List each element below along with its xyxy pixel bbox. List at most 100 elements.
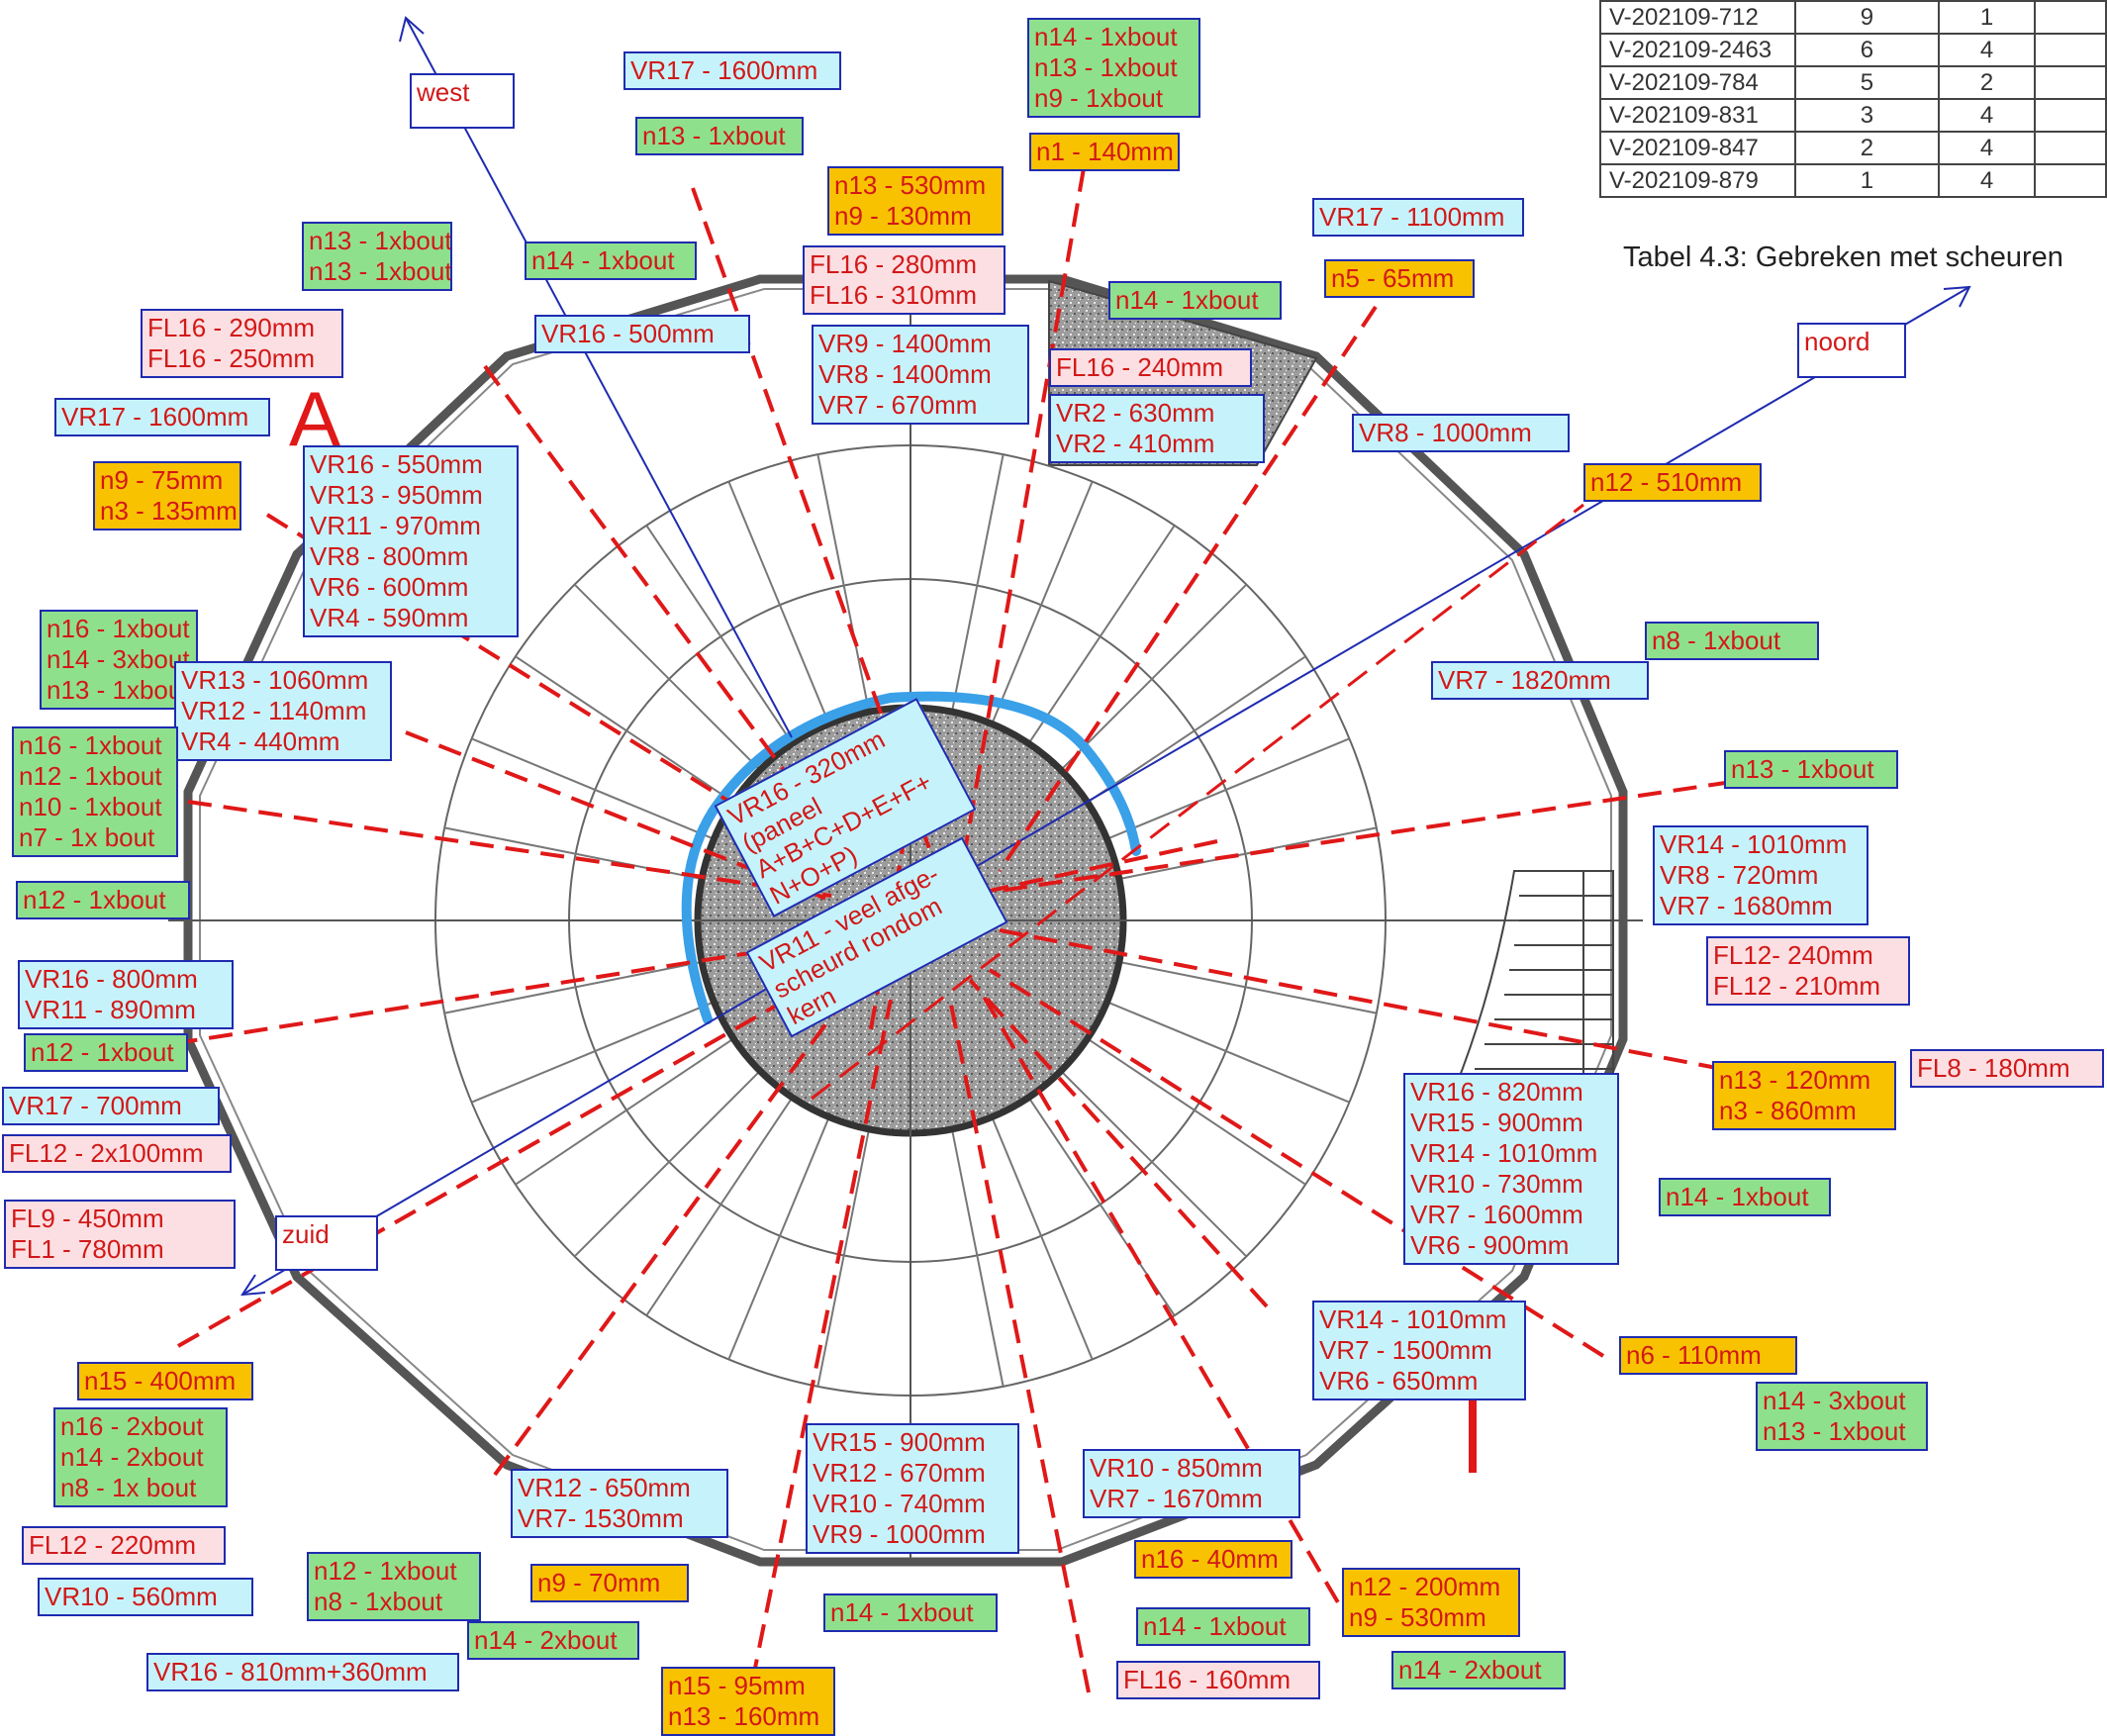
label-line: n6 - 110mm <box>1626 1340 1762 1370</box>
spoke <box>1087 1037 1306 1186</box>
label-line: n14 - 1xbout <box>1666 1182 1809 1211</box>
spoke <box>1027 525 1176 744</box>
spoke <box>1118 960 1377 1014</box>
spoke <box>471 737 715 840</box>
table-caption: Tabel 4.3: Gebreken met scheuren <box>1623 241 2063 273</box>
label-n14-1x-s: n14 - 1xbout <box>823 1593 998 1632</box>
label-line: n13 - 530mm <box>834 170 987 200</box>
table-cell: 6 <box>1793 33 1941 67</box>
spoke <box>991 481 1094 724</box>
label-line: n14 - 2xbout <box>60 1442 204 1472</box>
label-line: FL16 - 290mm <box>147 313 316 342</box>
label-line: n12 - 510mm <box>1590 467 1743 497</box>
label-line: VR8 - 1400mm <box>818 359 992 389</box>
label-vr8-1000: VR8 - 1000mm <box>1352 414 1570 452</box>
crack-line <box>138 938 832 1051</box>
label-line: VR7 - 670mm <box>818 390 978 420</box>
table-cell <box>2033 65 2107 100</box>
label-line: n14 - 1xbout <box>830 1597 974 1627</box>
label-line: VR7 - 1600mm <box>1410 1200 1583 1229</box>
label-line: VR8 - 1000mm <box>1359 418 1532 447</box>
label-fl8-180: FL8 - 180mm <box>1910 1049 2104 1088</box>
label-line: n9 - 130mm <box>834 201 972 231</box>
spoke <box>645 1097 794 1316</box>
label-line: n16 - 1xbout <box>19 730 162 760</box>
label-line: n7 - 1x bout <box>19 822 155 852</box>
label-vr17-1600-left: VR17 - 1600mm <box>54 398 270 436</box>
label-line: n3 - 135mm <box>100 496 238 526</box>
spoke <box>515 1037 734 1186</box>
label-line: n16 - 2xbout <box>60 1411 204 1441</box>
staircase <box>1453 870 1614 1090</box>
label-n13-1x-top: n13 - 1xbout <box>635 117 804 155</box>
label-line: VR13 - 1060mm <box>181 665 369 695</box>
table-cell: 5 <box>1793 65 1941 100</box>
table-cell: V-202109-784 <box>1599 65 1796 100</box>
spoke <box>515 655 734 804</box>
label-line: n9 - 530mm <box>1349 1602 1486 1632</box>
label-line: n8 - 1xbout <box>1652 626 1781 655</box>
label-line: VR10 - 740mm <box>813 1489 986 1518</box>
crack-line <box>998 305 1378 873</box>
table-cell: V-202109-879 <box>1599 163 1796 198</box>
crack-line <box>999 928 1723 1071</box>
label-line: VR14 - 1010mm <box>1410 1138 1598 1168</box>
label-line: VR9 - 1000mm <box>813 1519 986 1549</box>
table-cell <box>2033 98 2107 133</box>
label-line: FL16 - 250mm <box>147 343 316 373</box>
crack-line <box>493 988 853 1477</box>
label-line: VR15 - 900mm <box>813 1427 986 1457</box>
label-n16-40: n16 - 40mm <box>1134 1540 1293 1579</box>
spoke <box>950 454 1005 713</box>
table-cell: V-202109-831 <box>1599 98 1796 133</box>
label-line: n12 - 1xbout <box>31 1037 174 1067</box>
label-line: FL12 - 2x100mm <box>9 1138 204 1168</box>
label-line: FL9 - 450mm <box>11 1204 164 1233</box>
label-line: n9 - 1xbout <box>1034 83 1164 113</box>
label-n14-1x-nw: n14 - 1xbout <box>525 241 697 280</box>
crack-line <box>187 800 832 898</box>
spoke <box>816 454 871 713</box>
label-n12-1x-w2: n12 - 1xbout <box>24 1033 188 1072</box>
label-line: VR7 - 1680mm <box>1660 891 1833 920</box>
label-line: FL16 - 160mm <box>1123 1665 1292 1694</box>
label-vr10-560: VR10 - 560mm <box>38 1578 253 1616</box>
label-line: FL16 - 280mm <box>810 249 978 279</box>
spoke <box>727 481 830 724</box>
label-line: VR10 - 560mm <box>45 1582 218 1611</box>
label-line: n16 - 40mm <box>1141 1544 1279 1574</box>
label-line: VR10 - 730mm <box>1410 1169 1583 1199</box>
label-line: n14 - 1xbout <box>1115 285 1259 315</box>
table-cell: 2 <box>1793 131 1941 165</box>
spoke <box>991 1116 1094 1360</box>
label-vr17-700: VR17 - 700mm <box>2 1087 220 1125</box>
label-n8-1x-e: n8 - 1xbout <box>1645 622 1819 660</box>
crack-line <box>750 999 893 1684</box>
label-line: FL12 - 210mm <box>1713 971 1881 1001</box>
spoke <box>816 1128 871 1387</box>
direction-noord: noord <box>1797 323 1906 378</box>
label-line: FL1 - 780mm <box>11 1234 164 1264</box>
label-line: VR4 - 590mm <box>310 603 469 632</box>
spoke <box>471 1001 715 1104</box>
label-n5-65: n5 - 65mm <box>1324 259 1475 298</box>
table-cell <box>2033 33 2107 67</box>
label-n15-400: n15 - 400mm <box>77 1362 253 1400</box>
table-cell <box>2033 0 2107 35</box>
crack-line <box>405 730 832 903</box>
table-cell <box>2033 163 2107 198</box>
label-line: VR11 - 970mm <box>310 511 481 540</box>
